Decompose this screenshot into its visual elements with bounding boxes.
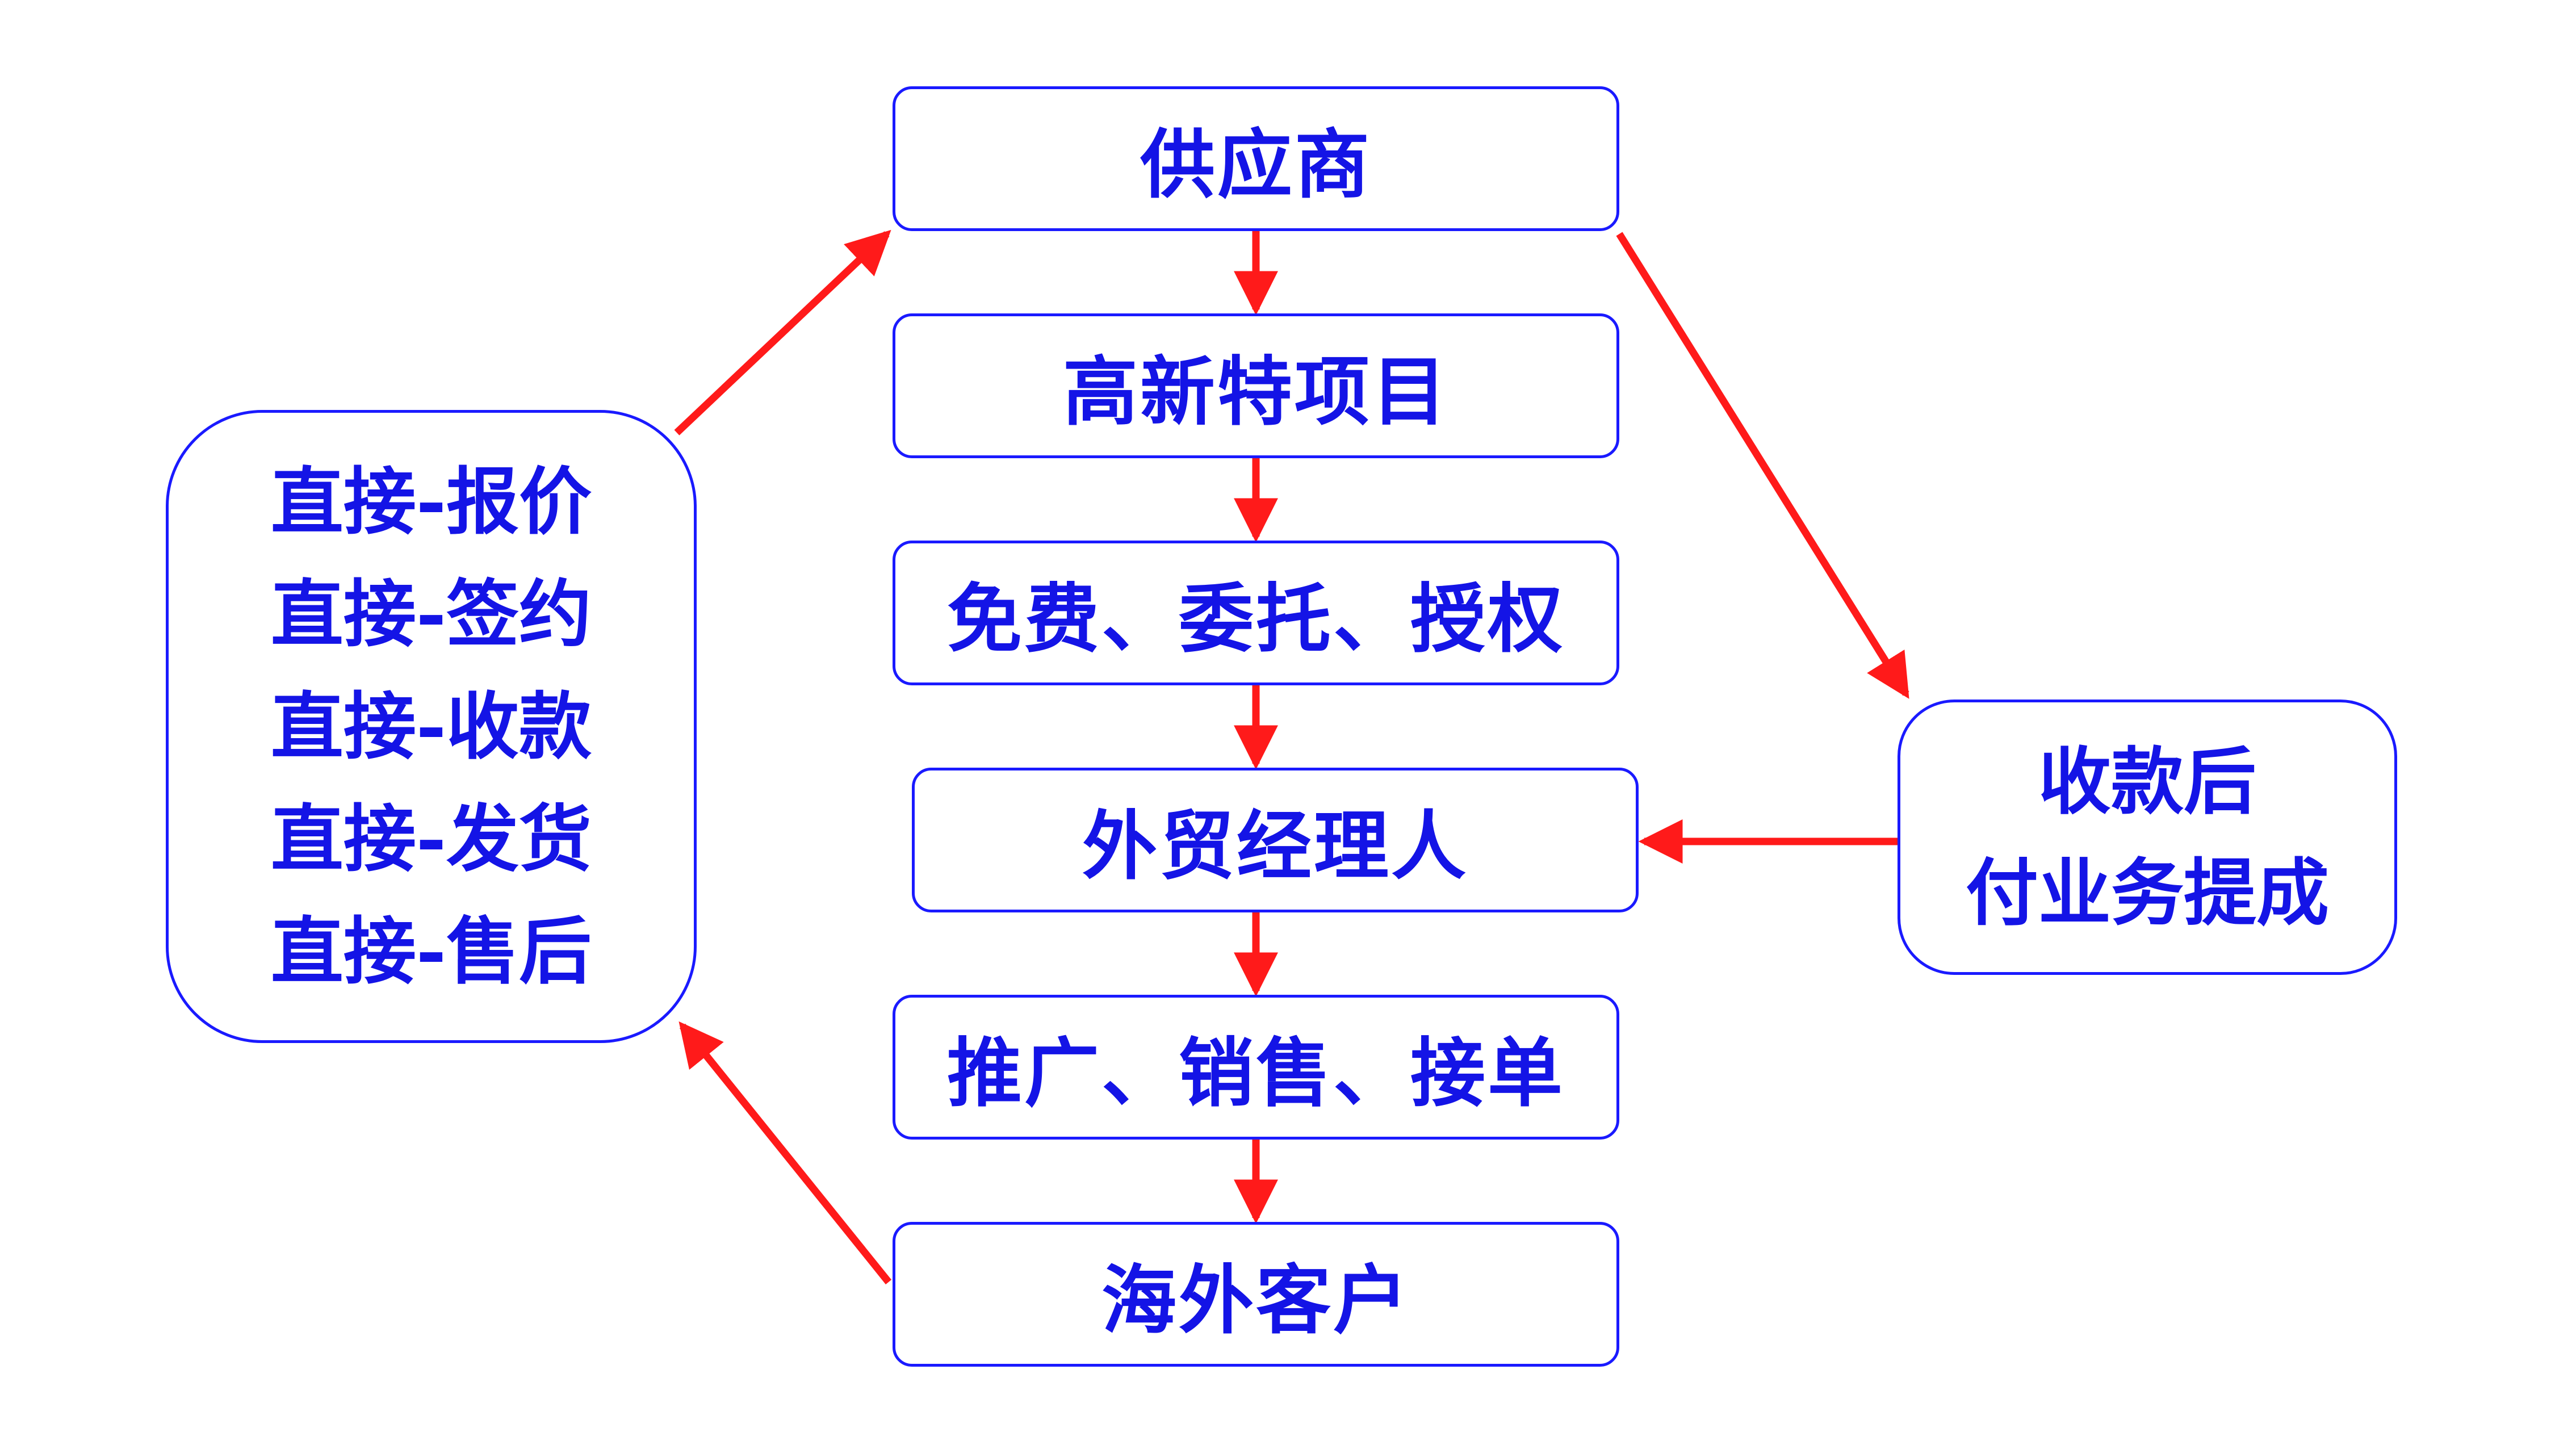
direct-payment-line: 直接-收款 (270, 684, 592, 769)
sales-label: 推广、销售、接单 (947, 1029, 1565, 1117)
direct-contract-line: 直接-签约 (270, 571, 592, 657)
arrow-direct-to-supplier (674, 229, 891, 435)
supplier-label: 供应商 (1140, 121, 1372, 209)
project-box: 高新特项目 (893, 313, 1619, 458)
direct-quote-line: 直接-报价 (270, 459, 592, 545)
commission-box: 收款后 付业务提成 (1898, 700, 2397, 975)
arrow-customer-to-direct (678, 1021, 892, 1285)
customer-box: 海外客户 (893, 1222, 1619, 1367)
direct-channel-box: 直接-报价 直接-签约 直接-收款 直接-发货 直接-售后 (166, 410, 697, 1043)
manager-box: 外贸经理人 (912, 768, 1639, 912)
direct-delivery-line: 直接-发货 (270, 796, 592, 882)
authorization-label: 免费、委托、授权 (947, 575, 1565, 663)
commission-line-1: 收款后 (2038, 739, 2256, 824)
arrow-supplier-to-commission (1616, 232, 1909, 699)
customer-label: 海外客户 (1101, 1257, 1410, 1345)
commission-line-2: 付业务提成 (1965, 850, 2329, 936)
direct-aftersales-line: 直接-售后 (270, 908, 592, 994)
authorization-box: 免费、委托、授权 (893, 541, 1619, 685)
supplier-box: 供应商 (893, 86, 1619, 231)
manager-label: 外贸经理人 (1082, 802, 1468, 890)
sales-box: 推广、销售、接单 (893, 995, 1619, 1140)
project-label: 高新特项目 (1063, 348, 1449, 436)
